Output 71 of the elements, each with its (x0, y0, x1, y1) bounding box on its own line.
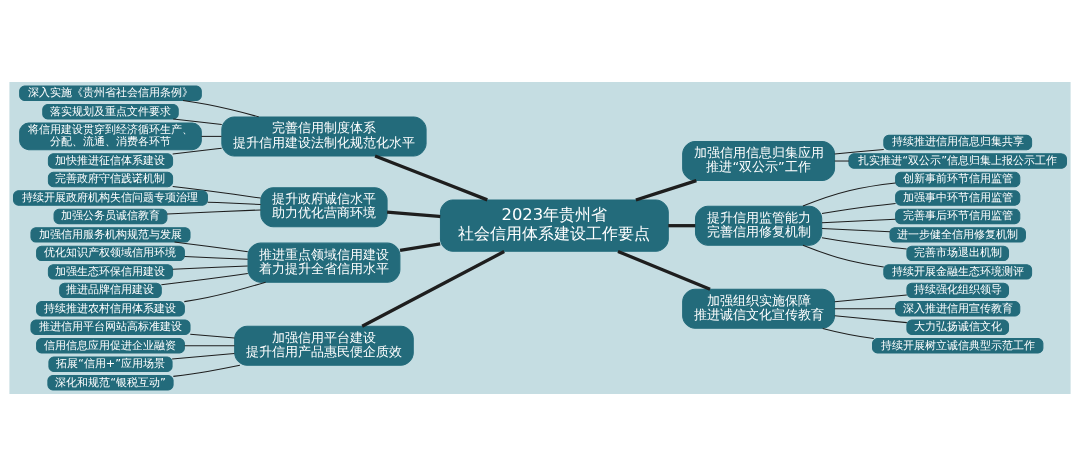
node-box: 信用信息应用促进企业融资 (36, 337, 185, 353)
node-box: 完善事后环节信用监管 (895, 208, 1021, 224)
node-box: 加强信用信息归集应用 推进“双公示”工作 (682, 140, 836, 181)
connector (399, 241, 441, 252)
node-box: 大力弘扬诚信文化 (906, 319, 1010, 335)
connector (617, 249, 711, 291)
node-box: 加快推进征信体系建设 (47, 152, 174, 169)
connector (834, 148, 885, 154)
connector (182, 99, 260, 117)
node-box: 持续推进信用信息归集共享 (883, 134, 1033, 150)
connector (172, 117, 223, 125)
connector (200, 135, 223, 137)
connector (172, 147, 223, 154)
connector (821, 227, 891, 232)
connector (386, 210, 441, 218)
node-box: 完善市场退出机制 (906, 245, 1010, 261)
node-box: 深入推进信用宣传教育 (895, 300, 1021, 316)
node-box: 加强事中环节信用监管 (895, 189, 1021, 206)
node-box: 2023年贵州省 社会信用体系建设工作要点 (439, 199, 669, 252)
connector (802, 244, 885, 267)
node-box: 持续开展金融生态环境测评 (883, 263, 1033, 280)
connector (821, 236, 908, 249)
connector (668, 223, 696, 227)
node-box: 落实规划及重点文件要求 (42, 103, 179, 119)
connector (821, 202, 897, 214)
node-box: 深化和规范“银税互动” (47, 374, 174, 390)
connector (184, 344, 236, 346)
connector (171, 352, 235, 359)
node-box: 优化知识产权领域信用环境 (36, 245, 185, 261)
connector (172, 264, 249, 270)
node-box: 进一步健全信用修复机制 (889, 226, 1026, 243)
connector (189, 333, 236, 339)
node-box: 将信用建设贯穿到经济循环生产、分配、流通、消费各环节 (19, 122, 202, 150)
node-box: 完善政府守信践诺机制 (47, 171, 174, 187)
connector (172, 185, 262, 199)
connector (166, 208, 262, 215)
node-box: 加强公务员诚信教育 (53, 208, 168, 224)
node-box: 扎实推进“双公示”信息归集上报公示工作 (848, 152, 1067, 169)
connector (174, 241, 249, 252)
connector (834, 294, 908, 302)
node-box: 提升政府诚信水平 助力优化营商环境 (260, 186, 388, 227)
node-box: 完善信用制度体系 提升信用建设法制化规范化水平 (221, 115, 427, 156)
node-box: 拓展“信用+”应用场景 (48, 356, 173, 372)
node-box: 创新事前环节信用监管 (895, 171, 1021, 187)
node-box: 持续推进农村信用体系建设 (36, 300, 185, 316)
connector (160, 272, 249, 285)
node-box: 加强信用服务机构规范与发展 (30, 226, 191, 243)
node-box: 深入实施《贵州省社会信用条例》 (19, 85, 202, 101)
node-box: 加强生态环保信用建设 (47, 263, 174, 280)
connector (834, 160, 850, 162)
node-box: 加强信用平台建设 提升信用产品惠民便企质效 (234, 325, 414, 366)
node-box: 加强组织实施保障 推进诚信文化宣传教育 (682, 288, 836, 329)
connector (834, 314, 908, 323)
connector (361, 249, 505, 328)
connector (821, 218, 896, 223)
connector (183, 281, 267, 302)
node-box: 持续开展树立诚信典型示范工作 (872, 337, 1044, 353)
node-box: 推进品牌信用建设 (59, 282, 162, 298)
connector (184, 255, 249, 260)
node-box: 持续开展政府机构失信问题专项治理 (13, 189, 208, 206)
connector (635, 178, 697, 201)
node-box: 提升信用监管能力 完善信用修复机制 (694, 205, 823, 246)
node-box: 推进信用平台网站高标准建设 (30, 319, 191, 335)
node-box: 推进重点领域信用建设 着力提升全省信用水平 (247, 242, 401, 283)
connector (374, 153, 488, 201)
connector (802, 182, 896, 207)
connector (172, 364, 241, 377)
connector (834, 307, 897, 309)
connector (822, 327, 875, 339)
connector (207, 201, 262, 205)
node-box: 持续强化组织领导 (906, 282, 1010, 298)
